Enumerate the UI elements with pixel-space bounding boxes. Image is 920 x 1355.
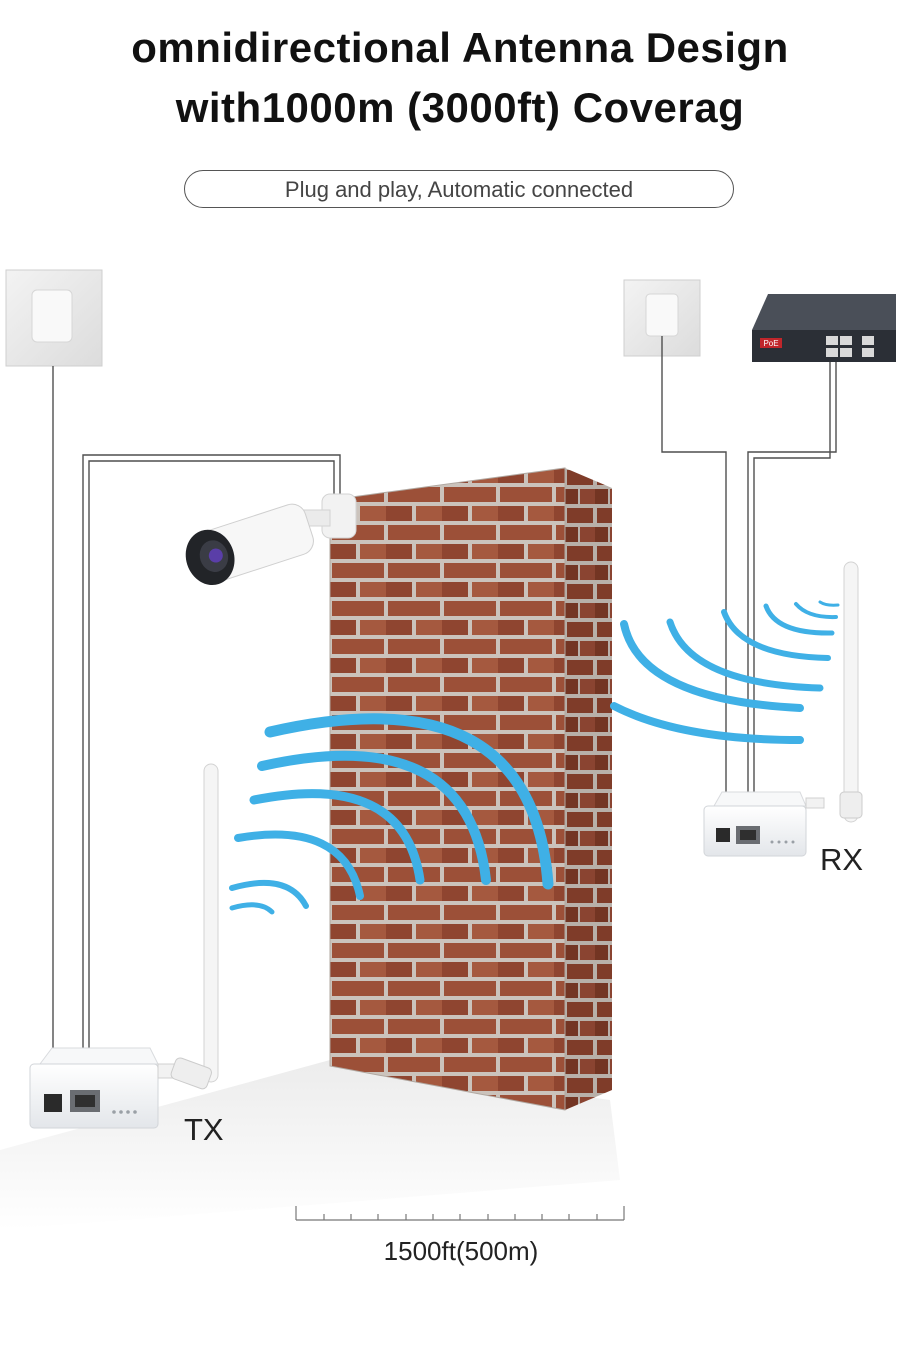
poe-switch-icon: PoE [752,294,896,362]
antenna-icon-tx [157,763,219,1090]
wifi-signal-icon-rx [610,600,840,744]
tx-label: TX [184,1112,224,1147]
power-adapter-icon-left [5,269,103,367]
camera-icon [185,493,357,586]
tx-cables [52,366,341,1094]
distance-label: 1500ft(500m) [383,1236,539,1266]
rx-cables [661,336,837,828]
subtitle-pill: Plug and play, Automatic connected [184,170,734,208]
wifi-signal-icon-tx [229,713,554,915]
power-adapter-icon-right [623,279,701,357]
rx-device [703,561,863,857]
floor-shadow [0,1060,620,1230]
antenna-icon-rx [805,561,863,823]
rx-label: RX [820,842,864,877]
page-title-line-1: omnidirectional Antenna Design [131,24,789,71]
poe-badge: PoE [763,339,778,348]
page-title-line-2: with1000m (3000ft) Coverag [175,84,745,131]
tx-device [29,763,219,1129]
brick-wall-icon [329,467,612,1111]
distance-ruler [295,1206,625,1221]
